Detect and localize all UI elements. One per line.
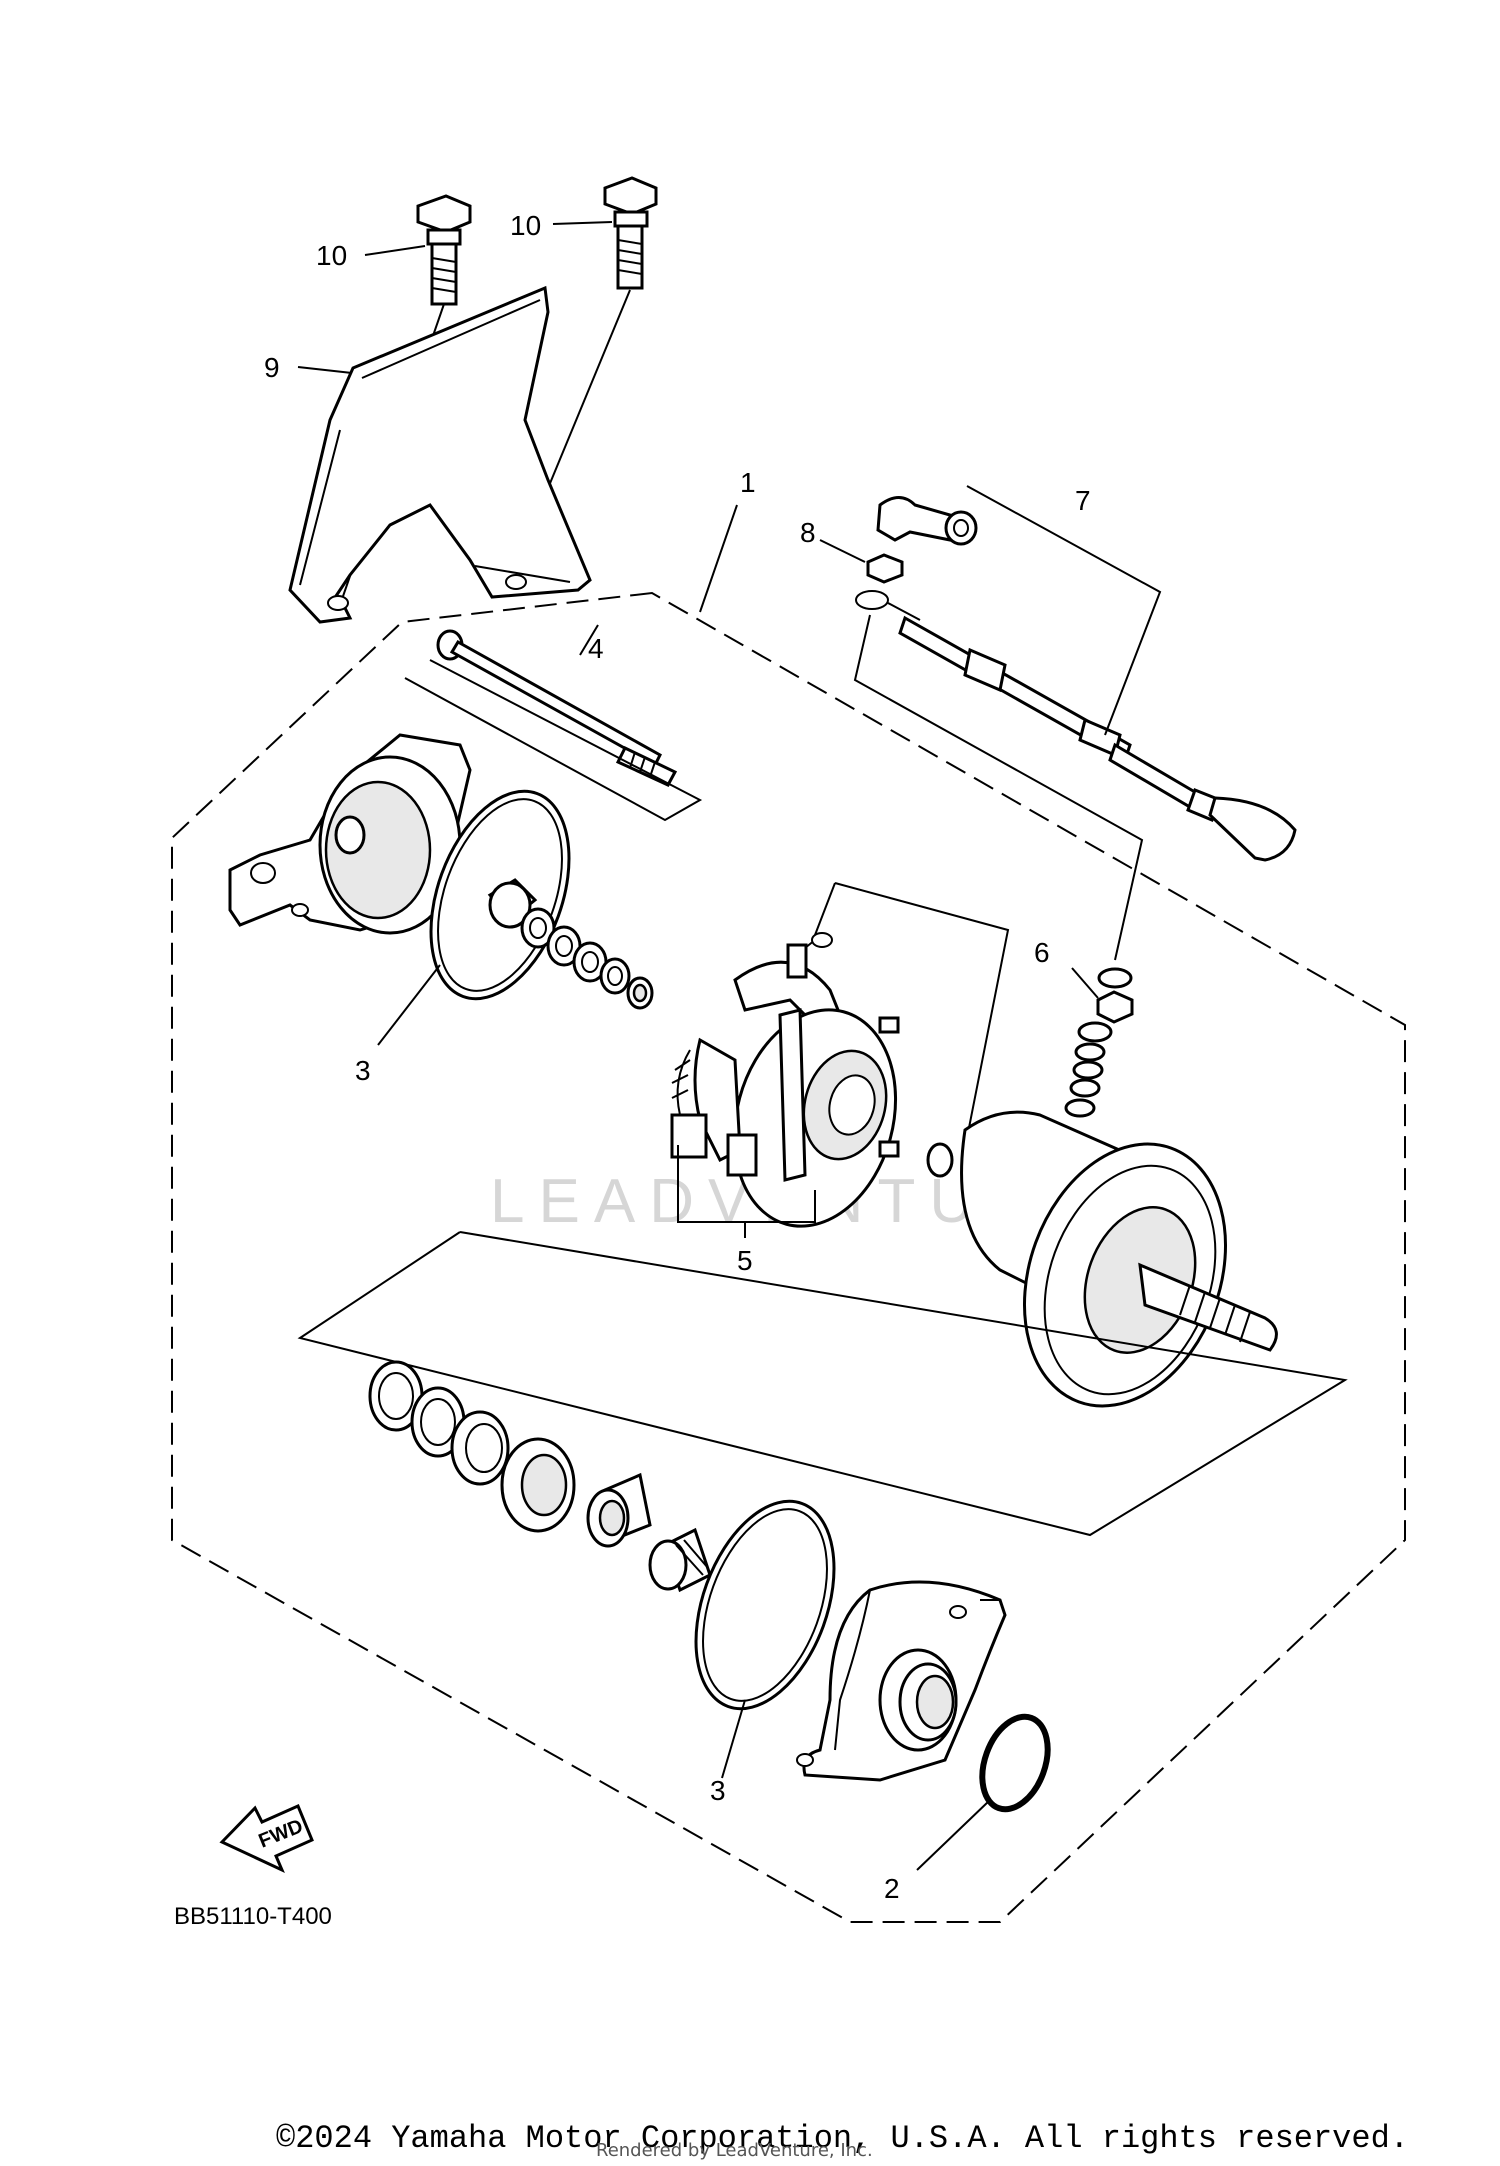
- callout-10-left: 10: [316, 240, 347, 271]
- fwd-arrow-icon: FWD: [219, 1804, 314, 1874]
- callout-2: 2: [884, 1873, 900, 1904]
- starter-cable: [855, 496, 1297, 862]
- bolt-right: [603, 176, 658, 290]
- brush-holder: [670, 939, 900, 1228]
- lower-washers: [368, 1360, 712, 1593]
- callout-1: 1: [740, 467, 756, 498]
- copyright-notice: ©2024 Yamaha Motor Corporation, U.S.A. A…: [276, 2120, 1409, 2157]
- callout-8: 8: [800, 517, 816, 548]
- assembly-outline: [171, 591, 1406, 1923]
- callout-6: 6: [1034, 937, 1050, 968]
- callout-5: 5: [737, 1245, 753, 1276]
- o-ring-2: [979, 1713, 1051, 1813]
- rear-cover: [228, 733, 472, 935]
- diagram-code: BB51110-T400: [174, 1903, 332, 1930]
- through-bolt: [436, 629, 678, 787]
- rendered-by-note: Rendered by LeadVenture, Inc.: [596, 2140, 873, 2161]
- callout-4: 4: [588, 633, 604, 664]
- front-cover: [796, 1580, 1007, 1782]
- callout-3-lower: 3: [710, 1775, 726, 1806]
- callout-9: 9: [264, 352, 280, 383]
- callout-7: 7: [1075, 485, 1091, 516]
- bush-and-washers-upper: [487, 878, 654, 1010]
- callout-10-right: 10: [510, 210, 541, 241]
- starter-bracket: [288, 285, 592, 624]
- bolt-left: [416, 194, 472, 306]
- starter-yoke: [926, 1110, 1278, 1408]
- nut-8: [866, 553, 904, 584]
- callout-3-upper: 3: [355, 1055, 371, 1086]
- nut-6-and-washers: [1055, 967, 1134, 1141]
